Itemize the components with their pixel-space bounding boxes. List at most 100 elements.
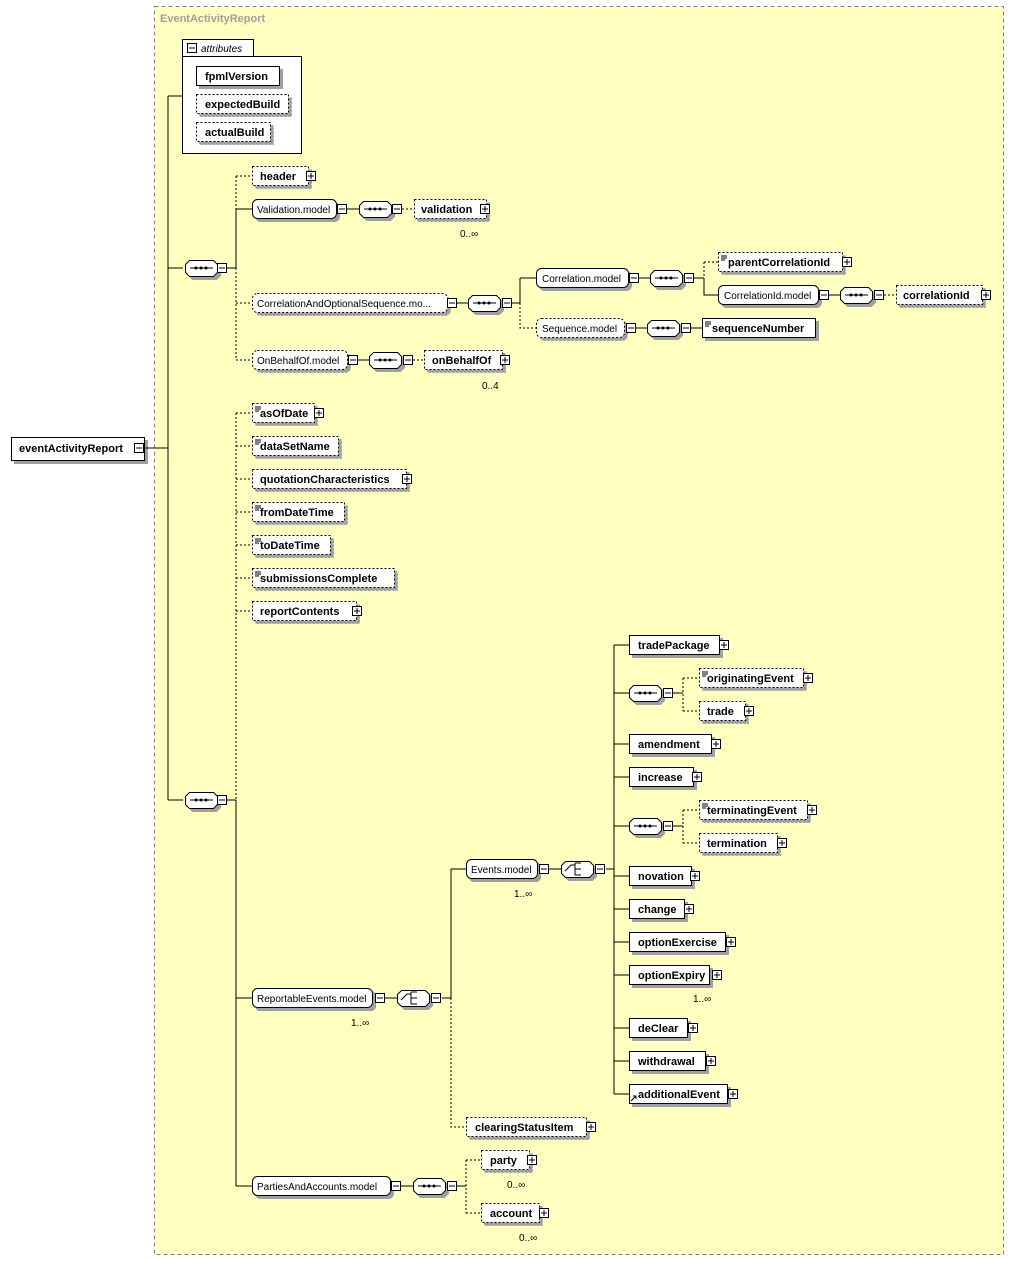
sequence-compositor-terminating[interactable] <box>629 818 673 835</box>
on-behalf-of-label: onBehalfOf <box>432 355 492 367</box>
terminating-event-expand-icon[interactable] <box>807 805 817 815</box>
correlation-model-group[interactable] <box>536 268 629 288</box>
trade-expand-icon[interactable] <box>744 706 754 716</box>
reportable-events-cardinality: 1..∞ <box>351 1018 369 1029</box>
reportable-events-model-group[interactable] <box>252 988 373 1008</box>
sequence-compositor-parties[interactable] <box>413 1178 457 1195</box>
terminating-event-label: terminatingEvent <box>707 805 797 817</box>
choice-compositor-correlation[interactable] <box>650 270 694 287</box>
correlation-id-expand-icon[interactable] <box>981 290 991 300</box>
on-behalf-of-model-collapse-icon[interactable] <box>348 355 358 365</box>
validation-model-collapse-icon[interactable] <box>337 204 347 214</box>
sequence-compositor-corr[interactable] <box>468 295 512 312</box>
report-contents-expand-icon[interactable] <box>352 606 362 616</box>
events-model-label: Events.model <box>471 865 532 876</box>
sequence-compositor-sequence[interactable] <box>647 320 691 337</box>
sequence-model-label: Sequence.model <box>542 324 617 335</box>
correlation-id-model-collapse-icon[interactable] <box>819 290 829 300</box>
on-behalf-of-model-group[interactable] <box>252 350 348 370</box>
sequence-compositor-validation[interactable] <box>359 201 402 218</box>
events-model-group[interactable] <box>466 859 538 879</box>
party-cardinality: 0..∞ <box>507 1180 525 1191</box>
corr-opt-seq-collapse-icon[interactable] <box>447 298 457 308</box>
sequence-compositor-originating[interactable] <box>629 685 673 702</box>
to-date-time-element[interactable] <box>252 535 331 555</box>
data-set-name-element[interactable] <box>252 436 339 456</box>
events-model-collapse-icon[interactable] <box>539 864 549 874</box>
correlation-id-model-label: CorrelationId.model <box>724 291 811 302</box>
originating-event-label: originatingEvent <box>707 673 794 685</box>
sequence-model-collapse-icon[interactable] <box>626 323 636 333</box>
sequence-compositor-correlation-id[interactable] <box>840 287 884 304</box>
increase-expand-icon[interactable] <box>692 772 702 782</box>
clearing-status-item-expand-icon[interactable] <box>586 1122 596 1132</box>
attributes-tab <box>182 39 254 57</box>
withdrawal-expand-icon[interactable] <box>706 1056 716 1066</box>
as-of-date-label: asOfDate <box>260 408 308 420</box>
sequence-compositor-1[interactable] <box>185 260 227 277</box>
de-clear-element[interactable] <box>629 1018 688 1038</box>
trade-package-expand-icon[interactable] <box>719 640 729 650</box>
de-clear-expand-icon[interactable] <box>688 1023 698 1033</box>
on-behalf-of-expand-icon[interactable] <box>500 355 510 365</box>
party-expand-icon[interactable] <box>527 1155 537 1165</box>
option-exercise-expand-icon[interactable] <box>726 937 736 947</box>
as-of-date-element[interactable] <box>252 403 315 423</box>
originating-event-expand-icon[interactable] <box>803 673 813 683</box>
amendment-label: amendment <box>638 739 700 751</box>
quotation-characteristics-element[interactable] <box>252 469 407 489</box>
additional-event-label: additionalEvent <box>638 1089 720 1101</box>
additional-event-element[interactable] <box>629 1084 728 1104</box>
validation-model-group[interactable] <box>252 199 337 219</box>
correlation-id-model-group[interactable] <box>718 285 819 305</box>
root-element-label: eventActivityReport <box>19 443 123 455</box>
correlation-model-label: Correlation.model <box>542 274 621 285</box>
attr-expected-build-box[interactable] <box>196 94 289 114</box>
change-expand-icon[interactable] <box>684 904 694 914</box>
validation-expand-icon[interactable] <box>480 204 490 214</box>
attr-actual-build-box[interactable] <box>196 122 271 142</box>
from-date-time-element[interactable] <box>252 502 345 522</box>
submissions-complete-element[interactable] <box>252 568 395 588</box>
quotation-characteristics-label: quotationCharacteristics <box>260 474 390 486</box>
attr-fpml-version-box[interactable] <box>196 66 280 86</box>
sequence-number-element[interactable] <box>702 318 816 338</box>
option-expiry-expand-icon[interactable] <box>712 970 722 980</box>
sequence-compositor-on-behalf-of[interactable] <box>369 352 413 369</box>
choice-compositor-events[interactable] <box>561 861 605 878</box>
correlation-id-element[interactable] <box>896 285 983 305</box>
on-behalf-of-element[interactable] <box>424 350 503 370</box>
parent-correlation-id-expand-icon[interactable] <box>842 257 852 267</box>
trade-element[interactable] <box>699 701 746 721</box>
option-expiry-element[interactable] <box>629 965 710 985</box>
option-expiry-label: optionExpiry <box>638 970 706 982</box>
submissions-complete-label: submissionsComplete <box>260 573 377 585</box>
root-collapse-icon[interactable] <box>134 443 144 453</box>
root-element-box[interactable] <box>11 437 145 461</box>
header-expand-icon[interactable] <box>306 171 316 181</box>
amendment-expand-icon[interactable] <box>711 739 721 749</box>
parent-correlation-id-label: parentCorrelationId <box>728 257 830 269</box>
correlation-model-collapse-icon[interactable] <box>629 273 639 283</box>
option-exercise-element[interactable] <box>629 932 726 952</box>
choice-compositor-reportable[interactable] <box>397 990 441 1007</box>
as-of-date-expand-icon[interactable] <box>314 408 324 418</box>
termination-element[interactable] <box>699 833 778 853</box>
parties-and-accounts-model-group[interactable] <box>252 1176 391 1196</box>
withdrawal-label: withdrawal <box>637 1056 695 1068</box>
additional-event-expand-icon[interactable] <box>728 1089 738 1099</box>
reference-arrow-icon <box>630 1095 637 1102</box>
withdrawal-element[interactable] <box>629 1051 706 1071</box>
reportable-events-model-collapse-icon[interactable] <box>375 993 385 1003</box>
sequence-compositor-2[interactable] <box>185 792 227 809</box>
account-element[interactable] <box>481 1203 540 1223</box>
corr-opt-seq-model-label: CorrelationAndOptionalSequence.mo... <box>257 299 431 310</box>
sequence-model-group[interactable] <box>536 318 625 338</box>
attributes-collapse-icon[interactable] <box>187 43 197 53</box>
novation-expand-icon[interactable] <box>690 871 700 881</box>
account-expand-icon[interactable] <box>539 1208 549 1218</box>
parties-and-accounts-collapse-icon[interactable] <box>391 1181 401 1191</box>
termination-expand-icon[interactable] <box>777 838 787 848</box>
quotation-characteristics-expand-icon[interactable] <box>402 474 412 484</box>
